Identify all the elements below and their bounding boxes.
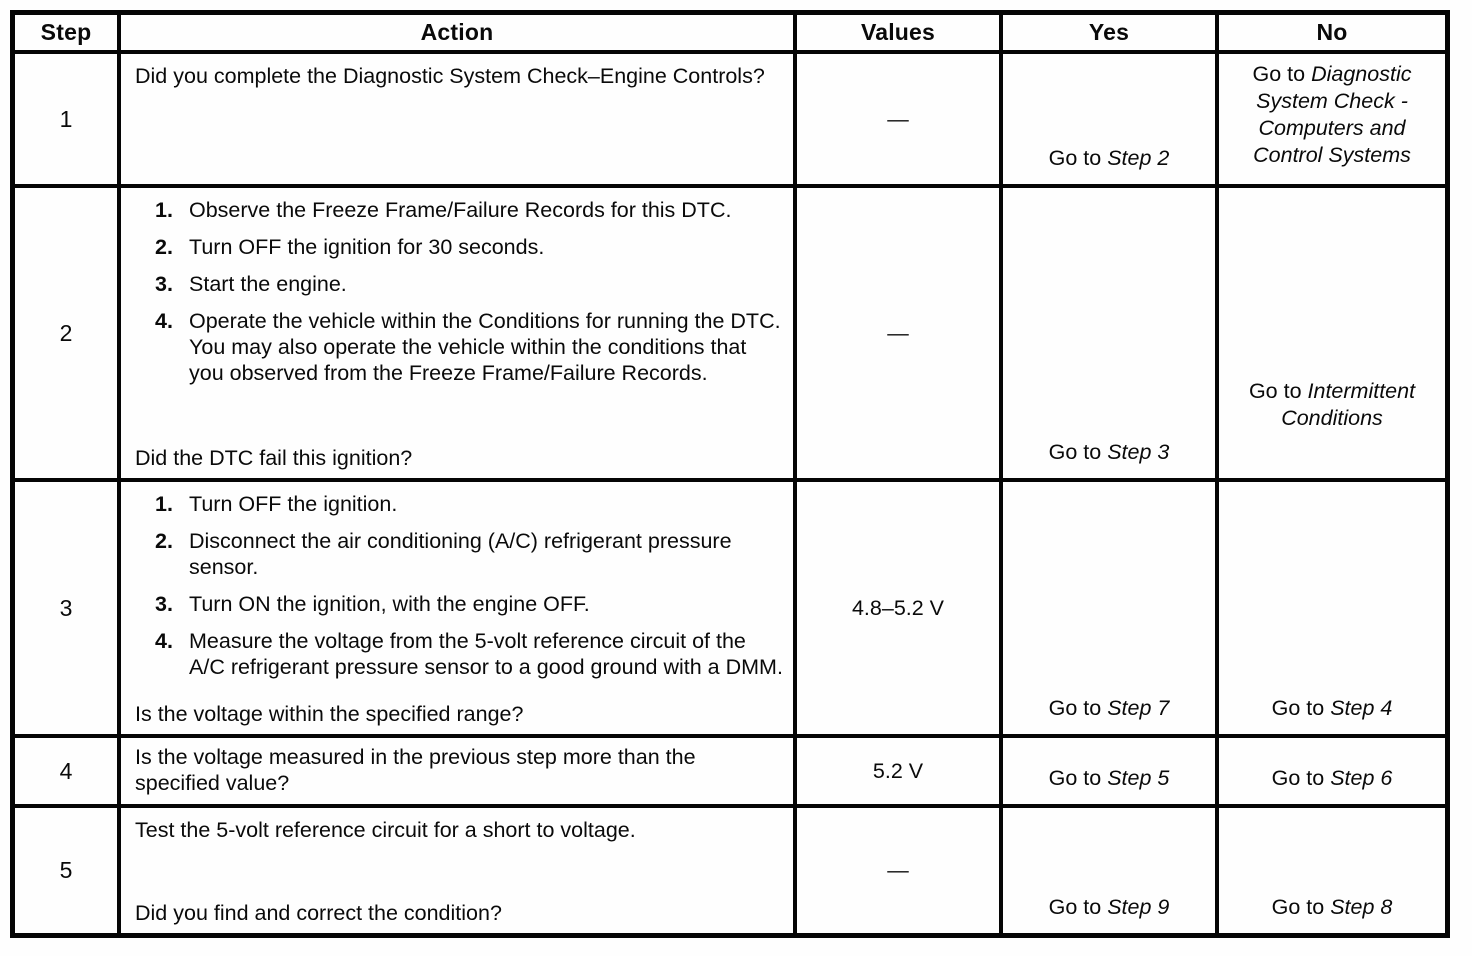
values-cell: — [797,188,999,478]
step-number: 2 [15,188,117,478]
list-item: 4. Operate the vehicle within the Condit… [155,309,781,385]
diagnostic-table: Step Action Values Yes No 1 Did you comp… [10,10,1450,938]
list-item: 2. Turn OFF the ignition for 30 seconds. [155,235,545,259]
no-cell: Go to Diagnostic System Check - Computer… [1219,54,1445,184]
goto-text: Go to Step 7 [1048,696,1170,720]
action-list: 1. Turn OFF the ignition. 2. Disconnect … [135,491,783,691]
goto-text: Go to Step 3 [1048,440,1170,464]
list-item: 2. Disconnect the air conditioning (A/C)… [155,529,732,579]
action-text: Did you complete the Diagnostic System C… [135,64,765,88]
action-cell: Is the voltage measured in the previous … [121,738,793,804]
column-header-no: No [1219,15,1445,50]
goto-text: Go to Step 8 [1271,895,1393,919]
goto-text: Go to Step 9 [1048,895,1170,919]
column-header-step: Step [15,15,117,50]
action-cell: 1. Observe the Freeze Frame/Failure Reco… [121,188,793,478]
goto-text: Go to Diagnostic System Check - Computer… [1252,62,1412,167]
action-cell: Test the 5-volt reference circuit for a … [121,808,793,933]
action-question: Did you find and correct the condition? [135,901,502,925]
yes-cell: Go to Step 5 [1003,738,1215,804]
list-item: 1. Turn OFF the ignition. [155,492,398,516]
list-item: 3. Turn ON the ignition, with the engine… [155,592,590,616]
values-cell: 4.8–5.2 V [797,482,999,734]
yes-cell: Go to Step 3 [1003,188,1215,478]
list-item: 3. Start the engine. [155,272,347,296]
goto-text: Go to Step 6 [1271,766,1393,790]
step-number: 4 [15,738,117,804]
values-cell: — [797,808,999,933]
goto-text: Go to Step 2 [1048,146,1170,170]
step-number: 1 [15,54,117,184]
list-item: 4. Measure the voltage from the 5-volt r… [155,629,783,679]
action-question: Is the voltage within the specified rang… [135,702,524,726]
step-number: 5 [15,808,117,933]
list-item: 1. Observe the Freeze Frame/Failure Reco… [155,198,732,222]
action-question: Did the DTC fail this ignition? [135,446,413,470]
action-list: 1. Observe the Freeze Frame/Failure Reco… [135,197,783,397]
values-cell: — [797,54,999,184]
action-cell: 1. Turn OFF the ignition. 2. Disconnect … [121,482,793,734]
column-header-yes: Yes [1003,15,1215,50]
column-header-values: Values [797,15,999,50]
no-cell: Go to Step 4 [1219,482,1445,734]
goto-text: Go to Step 5 [1048,766,1170,790]
yes-cell: Go to Step 2 [1003,54,1215,184]
yes-cell: Go to Step 9 [1003,808,1215,933]
column-header-action: Action [121,15,793,50]
goto-text: Go to Intermittent Conditions [1248,379,1416,430]
action-text: Test the 5-volt reference circuit for a … [135,818,636,842]
no-cell: Go to Step 8 [1219,808,1445,933]
yes-cell: Go to Step 7 [1003,482,1215,734]
goto-text: Go to Step 4 [1271,696,1393,720]
step-number: 3 [15,482,117,734]
values-cell: 5.2 V [797,738,999,804]
action-cell: Did you complete the Diagnostic System C… [121,54,793,184]
no-cell: Go to Intermittent Conditions [1219,188,1445,478]
no-cell: Go to Step 6 [1219,738,1445,804]
action-text: Is the voltage measured in the previous … [135,745,696,795]
